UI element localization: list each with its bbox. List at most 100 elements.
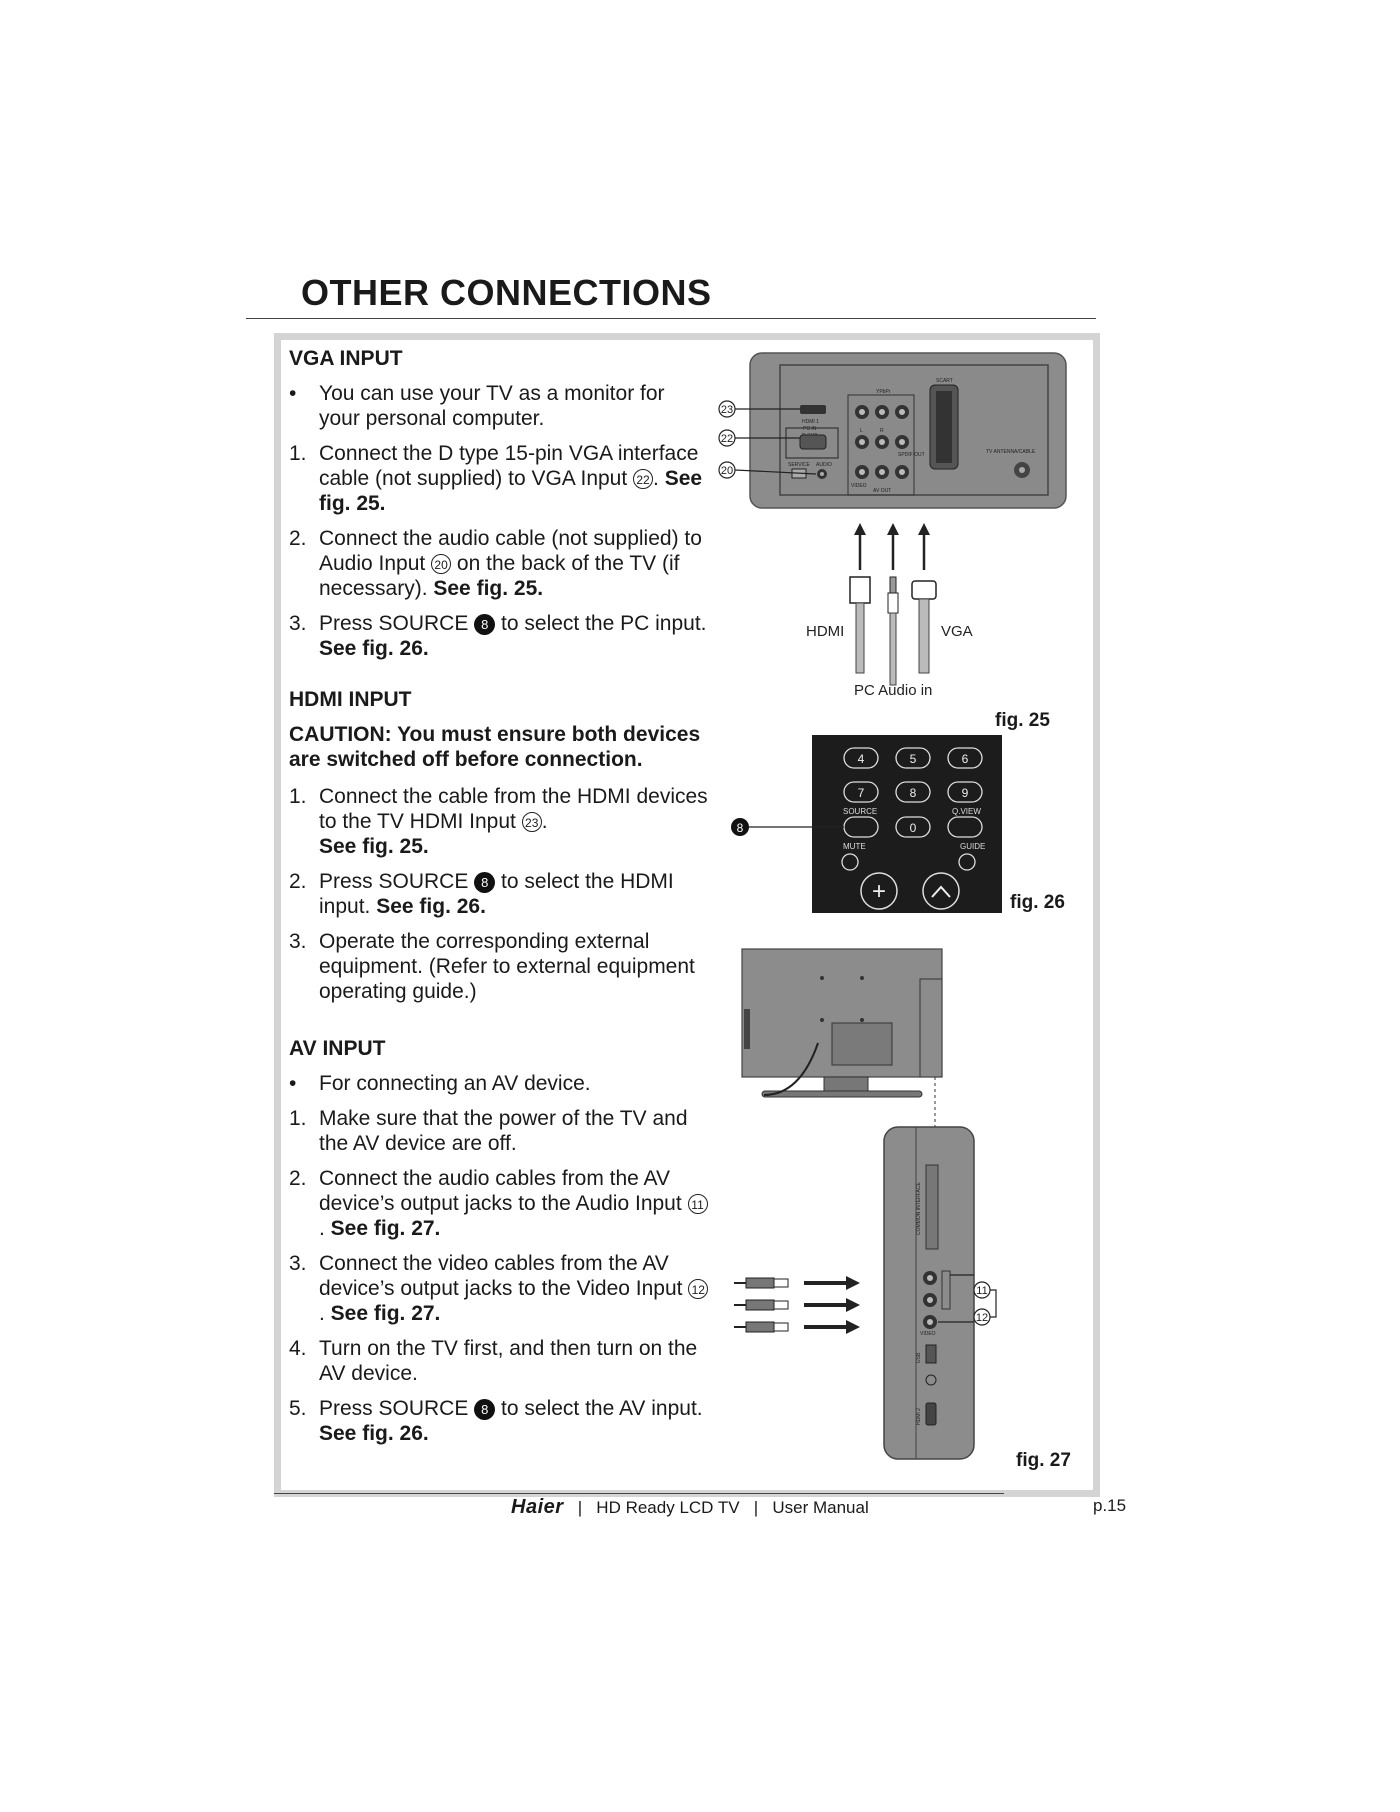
svg-text:+: +: [872, 878, 886, 905]
svg-text:R: R: [880, 428, 884, 434]
svg-text:20: 20: [721, 465, 733, 477]
bullet-mark: •: [289, 1072, 297, 1095]
svg-text:SCART: SCART: [936, 378, 953, 384]
hdmi-step-1-see: See fig. 25.: [319, 835, 429, 858]
hdmi-cable-label: HDMI: [806, 623, 844, 640]
svg-text:USB: USB: [916, 1352, 922, 1363]
hdmi-heading: HDMI INPUT: [289, 688, 412, 711]
channel-up-icon: [922, 872, 960, 910]
svg-text:AUDIO: AUDIO: [816, 462, 832, 468]
vga-step-1-punct: .: [653, 467, 665, 490]
av-step-3: 3. Connect the video cables from the AV d…: [289, 1251, 709, 1326]
hdmi-step-1: 1.Connect the cable from the HDMI device…: [289, 784, 709, 859]
volume-up-icon: [860, 872, 898, 910]
step-number: 3.: [289, 930, 307, 953]
svg-text:11: 11: [976, 1285, 987, 1297]
step-number: 1.: [289, 442, 307, 465]
hdmi-caution: CAUTION: You must ensure both devices ar…: [289, 723, 701, 771]
step-number: 5.: [289, 1397, 307, 1420]
av-step-4: 4. Turn on the TV first, and then turn on…: [289, 1336, 709, 1386]
vga-heading: VGA INPUT: [289, 347, 403, 370]
svg-text:GUIDE: GUIDE: [960, 842, 985, 851]
hdmi-cable-plug: [849, 576, 871, 674]
pc-audio-cable-label: PC Audio in: [854, 682, 932, 699]
footer-divider: [274, 1493, 1004, 1494]
vga-step-2-text: Connect the audio cable (not supplied) t…: [319, 527, 702, 575]
footer-sep: |: [753, 1498, 759, 1517]
av-step-1-text: Make sure that the power of the TV and t…: [319, 1107, 688, 1155]
callout-12-icon: 12: [688, 1279, 709, 1299]
vga-step-3: 3. Press SOURCE 8 to select the PC input.…: [289, 611, 709, 661]
svg-text:8: 8: [910, 786, 917, 800]
fig27-side-panel-diagram: COMMON INTERFACE VIDEO USB HDMI 2 11 12: [734, 948, 997, 1460]
svg-text:6: 6: [962, 752, 969, 766]
bullet-mark: •: [289, 382, 297, 405]
av-step-5-text: Press SOURCE: [319, 1397, 475, 1420]
page-title: OTHER CONNECTIONS: [301, 272, 712, 313]
mute-icon: [841, 853, 859, 871]
svg-text:AV OUT: AV OUT: [873, 488, 891, 494]
hdmi-step-2-see: See fig. 26.: [376, 895, 486, 918]
hdmi-step-1-text: Connect the cable from the HDMI devices …: [319, 785, 708, 833]
callout-8-icon: 8: [731, 818, 844, 836]
vga-bullet: •You can use your TV as a monitor for yo…: [289, 381, 709, 431]
brand-logo: Haier: [511, 1496, 564, 1518]
page-number: p.15: [1093, 1496, 1127, 1515]
vga-step-3-text: Press SOURCE: [319, 612, 475, 635]
svg-text:MUTE: MUTE: [843, 842, 866, 851]
vga-step-1: 1.Connect the D type 15-pin VGA interfac…: [289, 441, 709, 516]
av-heading: AV INPUT: [289, 1037, 386, 1060]
callout-22-icon: 22: [633, 469, 654, 489]
step-number: 2.: [289, 870, 307, 893]
av-step-4-text: Turn on the TV first, and then turn on t…: [319, 1337, 698, 1385]
step-number: 3.: [289, 612, 307, 635]
callout-20-icon: 20: [718, 461, 817, 479]
svg-text:HDMI 1: HDMI 1: [802, 419, 819, 425]
vga-step-3-text-b: to select the PC input.: [495, 612, 707, 635]
fig25-rear-panel-diagram: HDMI 1 PC IN D-SUB SERVICE AUDIO YPbPr L…: [718, 352, 1067, 699]
callout-8-icon: 8: [474, 614, 496, 635]
av-step-3-punct: .: [319, 1302, 331, 1325]
step-number: 4.: [289, 1337, 307, 1360]
vga-step-3-see: See fig. 26.: [319, 637, 429, 660]
av-step-3-text: Connect the video cables from the AV dev…: [319, 1252, 689, 1300]
svg-text:PC IN: PC IN: [803, 426, 817, 432]
footer-sep: |: [577, 1498, 583, 1517]
av-step-2-see: See fig. 27.: [330, 1217, 441, 1240]
svg-text:SOURCE: SOURCE: [843, 807, 877, 816]
hdmi-step-3-text: Operate the corresponding external equip…: [319, 930, 695, 1003]
guide-icon: [958, 853, 976, 871]
svg-text:5: 5: [910, 752, 917, 766]
callout-8-icon: 8: [474, 1399, 496, 1420]
fig27-caption: fig. 27: [1016, 1450, 1071, 1471]
callout-11-icon: 11: [687, 1194, 708, 1214]
vga-step-1-see: See fig. 25.: [319, 467, 703, 515]
hdmi-step-2-text-b: to select the HDMI input.: [319, 870, 674, 918]
fig26-caption: fig. 26: [1010, 892, 1065, 913]
vga-cable-plug: [911, 580, 937, 674]
hdmi-step-1-punct: .: [541, 810, 548, 833]
page-footer: Haier | HD Ready LCD TV | User Manual: [511, 1496, 869, 1519]
svg-text:8: 8: [737, 821, 744, 835]
fig25-caption: fig. 25: [995, 710, 1050, 731]
svg-text:VIDEO: VIDEO: [851, 483, 867, 489]
footer-doc: User Manual: [772, 1498, 869, 1517]
step-number: 3.: [289, 1252, 307, 1275]
vga-step-2-text-b: on the back of the TV (if necessary).: [319, 552, 680, 600]
svg-text:7: 7: [858, 786, 865, 800]
svg-text:12: 12: [976, 1312, 988, 1324]
hdmi-step-2-text: Press SOURCE: [319, 870, 475, 893]
av-step-5-text-b: to select the AV input.: [495, 1397, 703, 1420]
callout-23-icon: 23: [718, 400, 800, 418]
svg-text:TV ANTENNA/CABLE: TV ANTENNA/CABLE: [986, 449, 1036, 455]
av-step-2-text: Connect the audio cables from the AV dev…: [319, 1167, 688, 1215]
svg-text:23: 23: [721, 404, 733, 416]
av-step-3-see: See fig. 27.: [330, 1302, 441, 1325]
title-divider: [246, 318, 1096, 319]
callout-8-icon: 8: [474, 872, 496, 893]
cable-arrows: [854, 523, 930, 570]
svg-text:0: 0: [910, 821, 917, 835]
instructions-column: VGA INPUT •You can use your TV as a moni…: [289, 346, 709, 1456]
vga-step-2-see: See fig. 25.: [433, 577, 544, 600]
step-number: 1.: [289, 1107, 307, 1130]
